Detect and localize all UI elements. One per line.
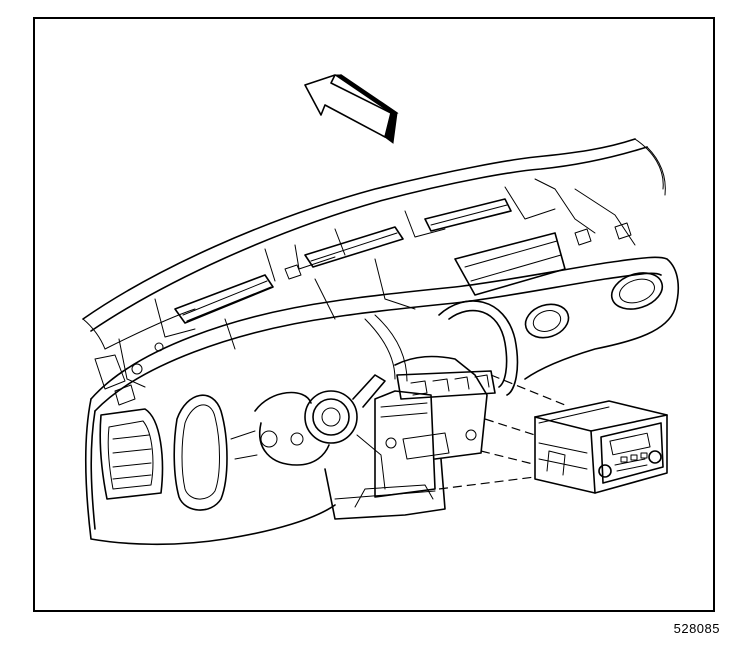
defroster-vents <box>174 198 566 324</box>
direction-arrow-icon <box>304 74 399 144</box>
radio-cavity <box>396 370 496 400</box>
center-stack-housing <box>324 355 488 520</box>
steering-column <box>230 374 386 490</box>
instrument-panel-illustration <box>82 74 680 546</box>
hardware-details <box>114 222 632 406</box>
figure-frame <box>33 17 715 612</box>
dash-internal-structure <box>94 178 636 390</box>
left-vent <box>99 408 164 500</box>
dash-top-outline <box>82 138 666 350</box>
center-bezel <box>364 300 519 396</box>
figure-number: 528085 <box>673 621 720 636</box>
right-vent <box>524 272 664 339</box>
cluster-opening <box>173 394 228 511</box>
dash-shell <box>84 256 680 546</box>
removal-guide-lines <box>438 374 566 490</box>
radio-unit <box>534 400 668 494</box>
